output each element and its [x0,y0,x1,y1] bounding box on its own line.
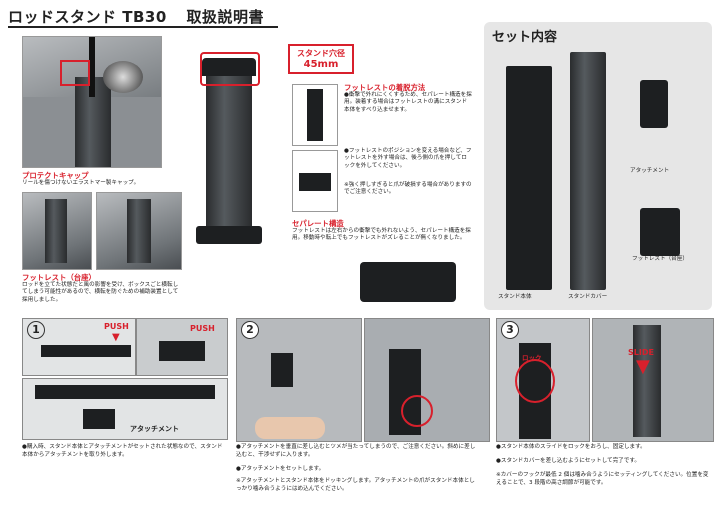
main-stand [196,58,262,248]
step2-attachment [271,353,293,387]
step3-cover [633,325,661,437]
reel-graphic [103,61,143,93]
slide-arrow-icon: ▼ [636,356,650,377]
step3-panel-b [592,318,714,442]
separate-footrest-image [360,262,456,302]
footrest-label: フットレスト（台座） [22,273,96,282]
protect-cap-label: プロテクトキャップ [22,171,89,180]
step2-num: 2 [241,321,259,339]
step1-panel-b [136,318,228,376]
step2-circle-highlight [401,395,433,427]
howto-stand [307,89,323,141]
step3-lock-circle [515,359,555,403]
step2-text1: ●アタッチメントを垂直に差し込むとツメが当たってしまうので、ご注意ください。斜め… [236,444,476,458]
step3-num: 3 [501,321,519,339]
step3-text2: ●スタンドカバーを差し込むようにセットして完了です。 [496,458,640,464]
footrest-photo-2 [96,192,182,270]
step1-panel-a: 1 [22,318,136,376]
cap-highlight [60,60,90,86]
step1-stand-2 [35,385,215,399]
set-item-stand-body: スタンド本体 [498,294,532,300]
set-title: セット内容 [492,30,558,45]
step2-hand [255,417,325,439]
howto-step3: ※強く押しすぎると爪が破損する場合がありますのでご注意ください。 [344,182,472,196]
step1-text: ●購入時、スタンド本体とアタッチメントがセットされた状態なので、スタンド本体から… [22,444,223,458]
separate-desc: フットレストは左右からの衝撃でも外れないよう、セパレート構造を採用。移動時や転上… [292,228,471,242]
protect-cap-desc: リールを傷つけないエラストマー製キャップ。 [22,180,140,186]
set-stand-body [506,66,552,290]
howto-step1: ●衝撃で外れにくくするため、セパレート構造を採用。装着する場合はフットレストの溝… [344,92,472,113]
footrest-desc: ロッドを立てた状態だと風の影響を受け、ボックスごと横転してしまう可能性があるので… [22,282,179,303]
diameter-label: スタンド穴径 [297,49,345,58]
separate-title: セパレート構造 [292,219,344,228]
push-label-2: PUSH [190,324,215,333]
step3-text1: ●スタンド本体のスライドをロックをおろし、固定します。 [496,444,646,450]
title-sub: 取扱説明書 [186,8,265,26]
step1-num: 1 [27,321,45,339]
step1-hand-detail [159,341,205,361]
step3-text3: ※カバーのフックが最低 2 個は噛み合うようにセッティングしてください。位置を変… [496,472,709,486]
rod-stand-photo [22,36,162,168]
footrest-stand-2 [127,199,151,263]
footrest-photo-1 [22,192,92,270]
set-attachment [640,80,668,128]
push-label-1: PUSH [104,322,129,331]
push-arrow-icon: ▼ [112,332,120,343]
step3-panel-a: 3 [496,318,590,442]
footrest-stand [45,199,67,263]
page-title: ロッドスタンド TB30 取扱説明書 [8,6,264,27]
howto-step2: ●フットレストのポジションを変える場合など、フットレストを外す場合は、後ろ側の爪… [344,148,472,169]
step1-attachment [83,409,115,429]
howto-foot [299,173,331,191]
set-item-stand-cover: スタンドカバー [568,294,608,300]
step2-text3: ※アタッチメントとスタンド本体をドッキングします。アタッチメントの爪がスタンド本… [236,478,475,492]
title-main: ロッドスタンド TB30 [8,8,167,26]
step2-text2: ●アタッチメントをセットします。 [236,466,325,472]
step1-panel-c [22,378,228,440]
stand-foot [196,226,262,244]
set-stand-cover [570,52,606,290]
stand-column [206,76,252,226]
lock-label: ロック [522,354,542,362]
step2-panel-a: 2 [236,318,362,442]
diameter-value: 45mm [303,59,339,70]
step1-attachment-label: アタッチメント [130,425,179,433]
stand-top-cap [202,58,256,76]
howto-photo-2 [292,150,338,212]
step2-panel-b [364,318,490,442]
step1-stand [41,345,131,357]
slide-label: SLIDE [628,348,654,357]
set-contents-panel: セット内容 アタッチメント フットレスト（台座） スタンド本体 スタンドカバー [484,22,712,310]
diameter-callout: スタンド穴径 45mm [288,44,354,74]
howto-photo-1 [292,84,338,146]
howto-title: フットレストの着脱方法 [344,83,426,92]
set-footrest [640,208,680,256]
set-item-footrest: フットレスト（台座） [632,256,688,262]
header-rule [8,26,278,28]
diameter-highlight [200,52,260,86]
set-item-attachment: アタッチメント [630,168,670,174]
fishing-rod [89,37,95,97]
